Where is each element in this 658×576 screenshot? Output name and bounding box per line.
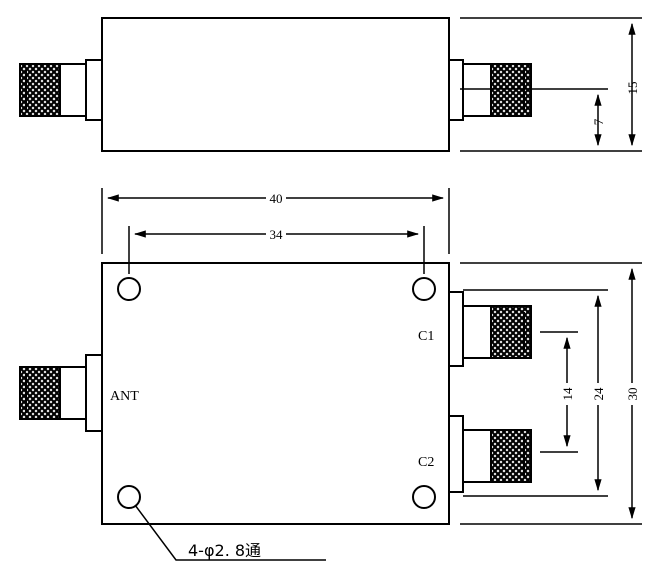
- ant-label: ANT: [110, 389, 139, 404]
- ant-connector: [19, 354, 103, 432]
- dim-7-label: 7: [591, 118, 606, 125]
- mount-hole-top-left: [117, 277, 141, 301]
- top-left-connector: [19, 59, 103, 121]
- top-right-connector: [448, 59, 532, 121]
- mount-hole-bottom-left: [117, 485, 141, 509]
- mount-hole-top-right: [412, 277, 436, 301]
- dim-30-label: 30: [625, 388, 640, 401]
- c1-connector: [448, 291, 532, 367]
- front-view: [19, 188, 642, 561]
- dim-14-label: 14: [560, 387, 575, 401]
- top-view: [19, 17, 642, 152]
- c2-label: C2: [418, 455, 434, 470]
- mount-hole-note: 4-φ2. 8通: [188, 541, 261, 560]
- dim-34-label: 34: [270, 227, 284, 242]
- dim-24-label: 24: [591, 387, 606, 401]
- c2-connector: [448, 415, 532, 493]
- top-body: [101, 17, 450, 152]
- c1-label: C1: [418, 329, 434, 344]
- dim-15-label: 15: [625, 82, 640, 95]
- dim-40-label: 40: [270, 191, 283, 206]
- front-body: [101, 262, 450, 525]
- mount-hole-bottom-right: [412, 485, 436, 509]
- hole-note-leader: [134, 504, 326, 561]
